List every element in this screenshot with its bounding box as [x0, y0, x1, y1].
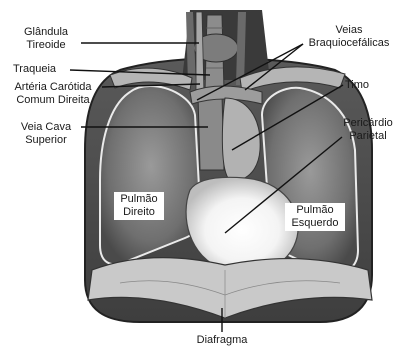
label-trachea: Traqueia [13, 63, 56, 76]
label-diaphragm: Diafragma [185, 334, 259, 347]
label-right-lung: Pulmão Direito [114, 192, 164, 220]
label-superior-vena-cava: Veia Cava Superior [14, 121, 78, 147]
label-left-lung-line-2: Esquerdo [287, 217, 343, 230]
label-left-lung: Pulmão Esquerdo [285, 203, 345, 231]
label-pericardium-line-2: Parietal [338, 130, 398, 143]
label-parietal-pericardium: Pericárdio Parietal [338, 117, 398, 143]
label-brachiocephalic-line-1: Veias [302, 24, 396, 37]
label-brachiocephalic-veins: Veias Braquiocefálicas [302, 24, 396, 50]
label-left-lung-line-1: Pulmão [287, 204, 343, 217]
label-thyroid-gland: Glândula Tireoide [14, 26, 78, 52]
label-thyroid-line-2: Tireoide [14, 39, 78, 52]
label-carotid-line-2: Comum Direita [5, 94, 101, 107]
label-right-lung-line-2: Direito [116, 206, 162, 219]
label-right-lung-line-1: Pulmão [116, 193, 162, 206]
label-thymus: Timo [345, 79, 369, 92]
label-carotid-artery: Artéria Carótida Comum Direita [5, 81, 101, 107]
label-pericardium-line-1: Pericárdio [338, 117, 398, 130]
label-thyroid-line-1: Glândula [14, 26, 78, 39]
label-carotid-line-1: Artéria Carótida [5, 81, 101, 94]
label-vena-cava-line-2: Superior [14, 134, 78, 147]
superior-vena-cava-shape [198, 95, 224, 170]
label-vena-cava-line-1: Veia Cava [14, 121, 78, 134]
right-lung-shape [100, 86, 202, 264]
label-brachiocephalic-line-2: Braquiocefálicas [302, 37, 396, 50]
